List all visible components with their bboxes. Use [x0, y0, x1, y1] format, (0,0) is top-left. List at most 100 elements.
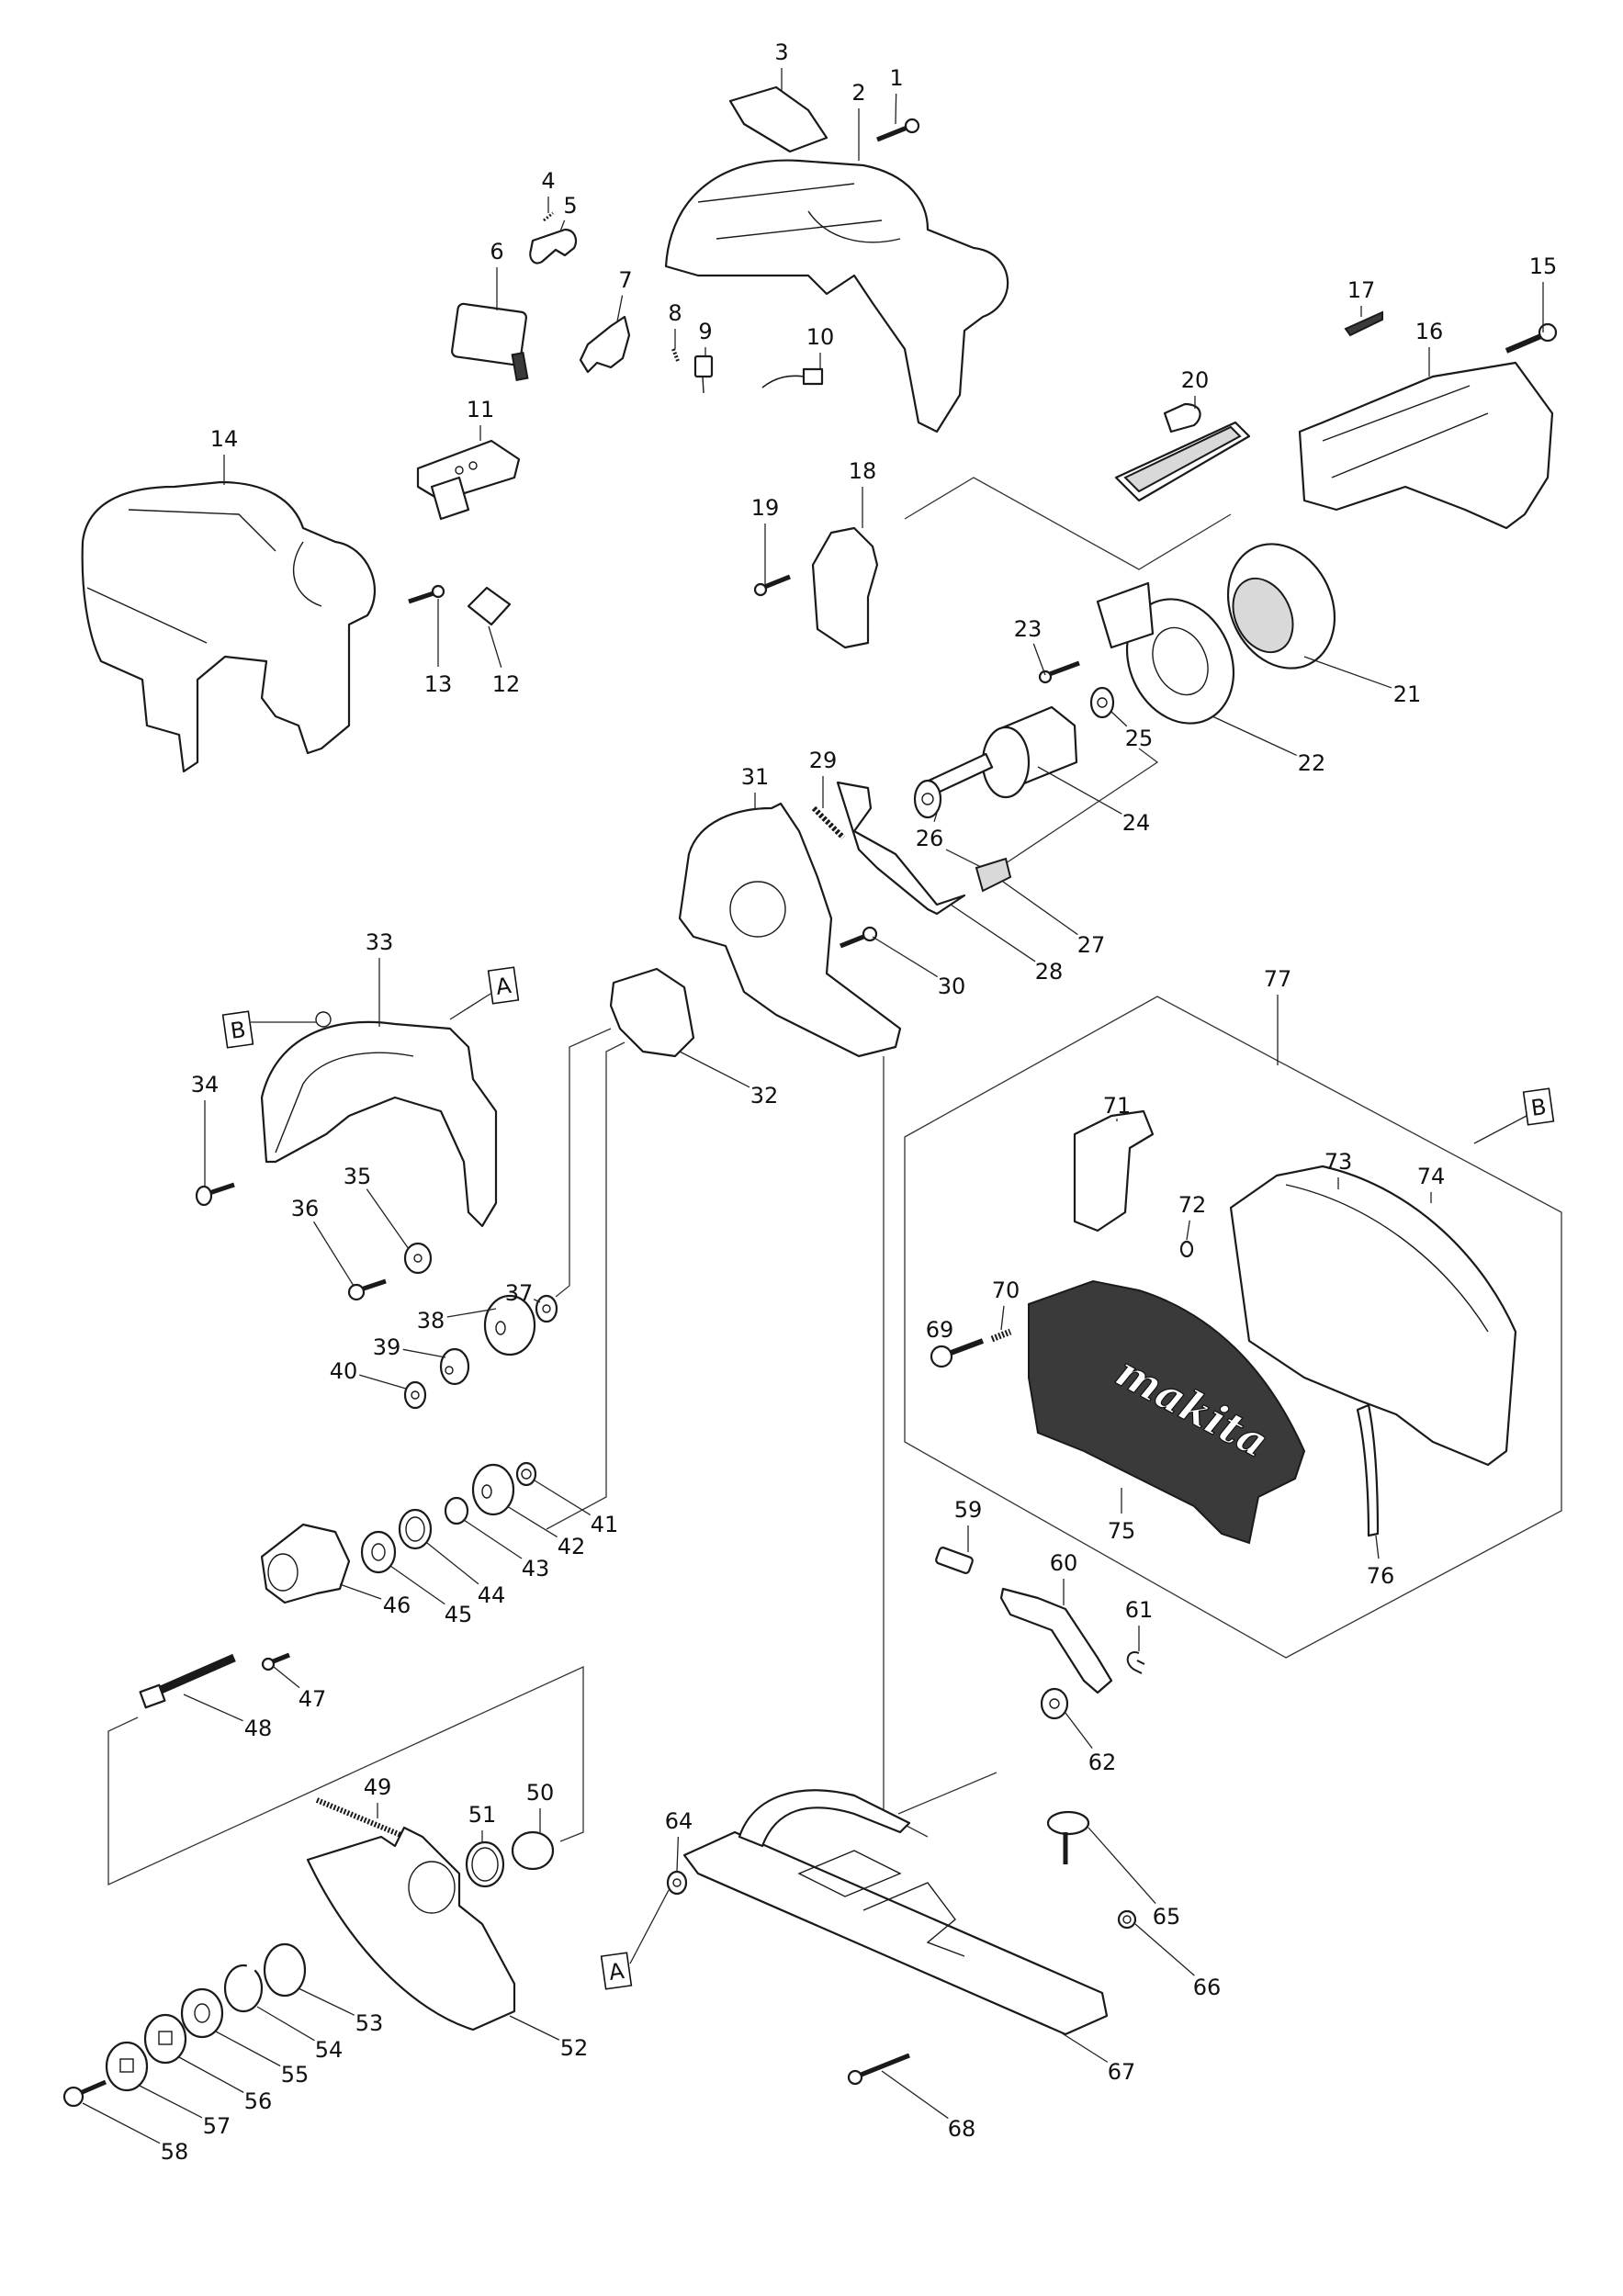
leader-26 [933, 812, 938, 822]
callout-30[interactable]: 30 [938, 974, 966, 999]
callout-77[interactable]: 77 [1264, 966, 1292, 992]
callout-36[interactable]: 36 [291, 1196, 320, 1221]
callout-16[interactable]: 16 [1415, 319, 1444, 344]
callout-33[interactable]: 33 [366, 929, 394, 955]
callout-1[interactable]: 1 [889, 65, 903, 91]
callout-67[interactable]: 67 [1108, 2059, 1136, 2085]
callout-17[interactable]: 17 [1347, 277, 1376, 303]
leader-39 [402, 1348, 446, 1358]
leader-30 [872, 936, 939, 978]
ref-marker-label: B [1529, 1094, 1548, 1121]
callout-56[interactable]: 56 [244, 2088, 273, 2114]
callout-2[interactable]: 2 [851, 80, 865, 106]
callout-60[interactable]: 60 [1050, 1550, 1078, 1576]
callout-57[interactable]: 57 [203, 2113, 231, 2139]
callout-15[interactable]: 15 [1529, 253, 1558, 279]
callout-73[interactable]: 73 [1324, 1149, 1353, 1175]
callout-49[interactable]: 49 [364, 1774, 392, 1800]
leader-12 [488, 625, 502, 668]
callout-38[interactable]: 38 [417, 1308, 445, 1334]
callout-40[interactable]: 40 [330, 1358, 358, 1384]
callout-72[interactable]: 72 [1178, 1192, 1207, 1218]
callout-62[interactable]: 62 [1088, 1750, 1117, 1775]
callout-14[interactable]: 14 [210, 426, 239, 452]
callout-21[interactable]: 21 [1393, 681, 1422, 707]
leader-38 [446, 1308, 497, 1318]
callout-45[interactable]: 45 [445, 1602, 473, 1627]
callout-53[interactable]: 53 [355, 2010, 384, 2036]
callout-50[interactable]: 50 [526, 1780, 555, 1806]
callout-55[interactable]: 55 [281, 2062, 310, 2088]
callout-59[interactable]: 59 [954, 1497, 983, 1523]
callout-46[interactable]: 46 [383, 1593, 411, 1618]
part-35-sleeve [403, 1242, 433, 1275]
callout-34[interactable]: 34 [191, 1072, 220, 1097]
callout-32[interactable]: 32 [750, 1083, 779, 1109]
part-1-screw [876, 118, 920, 142]
callout-23[interactable]: 23 [1014, 616, 1043, 642]
callout-44[interactable]: 44 [478, 1582, 506, 1608]
group-line-gear-chain [555, 1028, 612, 1298]
callout-12[interactable]: 12 [492, 671, 521, 697]
callout-20[interactable]: 20 [1181, 367, 1210, 393]
callout-43[interactable]: 43 [522, 1556, 550, 1581]
callout-28[interactable]: 28 [1035, 959, 1064, 985]
callout-58[interactable]: 58 [161, 2139, 189, 2165]
callout-18[interactable]: 18 [849, 458, 877, 484]
callout-3[interactable]: 3 [774, 39, 788, 65]
callout-13[interactable]: 13 [424, 671, 453, 697]
reference-markers: A B B A [221, 966, 1555, 1990]
callout-8[interactable]: 8 [668, 300, 682, 326]
leader-37 [533, 1299, 541, 1303]
callout-10[interactable]: 10 [806, 324, 835, 350]
callout-66[interactable]: 66 [1193, 1975, 1222, 2000]
part-14-housing [81, 480, 377, 773]
callout-25[interactable]: 25 [1125, 726, 1154, 751]
callout-31[interactable]: 31 [741, 764, 770, 790]
callout-52[interactable]: 52 [560, 2035, 589, 2061]
leader-ref-b-assembly [1473, 1115, 1527, 1144]
callout-48[interactable]: 48 [244, 1716, 273, 1741]
callout-5[interactable]: 5 [563, 193, 577, 219]
callout-39[interactable]: 39 [373, 1334, 401, 1360]
callout-41[interactable]: 41 [591, 1512, 619, 1537]
group-line-spindle [107, 1665, 584, 1886]
callout-70[interactable]: 70 [992, 1277, 1020, 1303]
callout-65[interactable]: 65 [1153, 1904, 1181, 1930]
part-29-spring [811, 805, 846, 840]
callout-61[interactable]: 61 [1125, 1597, 1154, 1623]
callout-51[interactable]: 51 [468, 1802, 497, 1828]
callout-69[interactable]: 69 [926, 1317, 954, 1343]
callout-22[interactable]: 22 [1298, 750, 1326, 776]
callout-42[interactable]: 42 [558, 1534, 586, 1559]
callout-6[interactable]: 6 [490, 239, 503, 264]
callout-4[interactable]: 4 [541, 168, 555, 194]
callout-74[interactable]: 74 [1417, 1164, 1446, 1189]
callout-47[interactable]: 47 [299, 1686, 327, 1712]
callout-29[interactable]: 29 [809, 748, 838, 773]
callout-24[interactable]: 24 [1122, 810, 1151, 836]
part-26-bearing [913, 779, 942, 819]
part-37-bearing [535, 1294, 558, 1323]
callout-64[interactable]: 64 [665, 1808, 693, 1834]
callout-9[interactable]: 9 [698, 319, 712, 344]
callout-71[interactable]: 71 [1103, 1093, 1132, 1119]
leader-27 [1002, 881, 1078, 936]
callout-54[interactable]: 54 [315, 2037, 344, 2063]
callout-68[interactable]: 68 [948, 2116, 976, 2142]
callout-11[interactable]: 11 [467, 397, 495, 422]
callout-76[interactable]: 76 [1367, 1563, 1395, 1589]
ref-marker-b-top: B [221, 1010, 254, 1049]
leader-36 [312, 1221, 355, 1287]
callout-37[interactable]: 37 [505, 1280, 534, 1306]
callout-27[interactable]: 27 [1077, 932, 1106, 958]
callout-26[interactable]: 26 [916, 826, 944, 851]
callout-35[interactable]: 35 [344, 1164, 372, 1189]
callout-19[interactable]: 19 [751, 495, 780, 521]
part-65-wing-bolt [1046, 1810, 1090, 1864]
callout-75[interactable]: 75 [1108, 1518, 1136, 1544]
callout-7[interactable]: 7 [618, 267, 632, 293]
part-46-bearing-box [260, 1523, 351, 1604]
leader-72 [1186, 1220, 1190, 1241]
